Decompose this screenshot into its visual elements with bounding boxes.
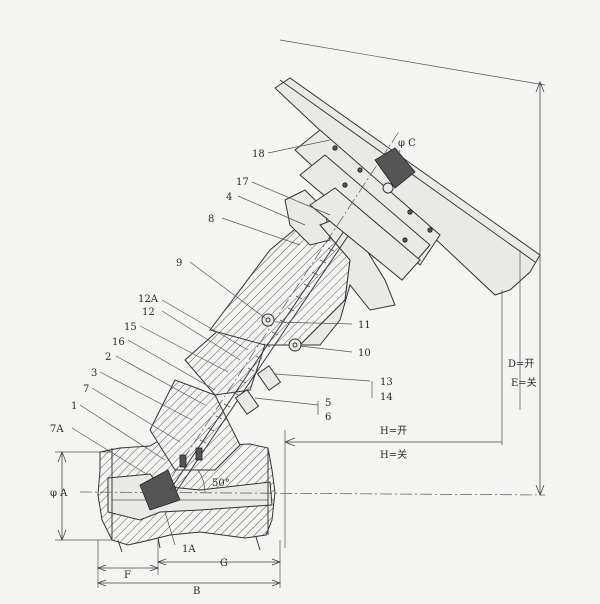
dim-phi-c: φ C (398, 138, 416, 149)
label-2: 2 (105, 352, 111, 363)
label-14: 14 (380, 392, 393, 403)
label-18: 18 (252, 149, 265, 160)
label-1: 1 (71, 401, 77, 412)
label-10: 10 (358, 348, 371, 359)
label-7A: 7A (50, 424, 64, 435)
part-labels: 18 17 4 8 9 12A 12 15 16 2 3 7 1 7A 1A 1… (50, 149, 393, 555)
label-11: 11 (358, 320, 371, 331)
dim-h-close: H=关 (380, 448, 407, 461)
dimension-labels: φ C φ A D=开 E=关 H=开 H=关 50° F G B (50, 138, 537, 597)
label-1A: 1A (182, 544, 196, 555)
label-8: 8 (208, 214, 214, 225)
centerlines (79, 39, 546, 511)
dim-angle: 50° (212, 478, 230, 489)
label-4: 4 (226, 192, 232, 203)
label-6: 6 (325, 412, 331, 423)
label-15: 15 (124, 322, 137, 333)
handwheel (274, 77, 541, 296)
dim-h-open: H=开 (380, 426, 407, 437)
leader-lines (71, 139, 401, 546)
bonnet-assembly (149, 169, 396, 493)
label-5: 5 (325, 398, 331, 409)
label-7: 7 (83, 384, 89, 395)
label-12: 12 (142, 307, 155, 318)
dim-f: F (124, 570, 131, 581)
dim-g: G (220, 558, 228, 569)
label-17: 17 (236, 177, 249, 188)
dim-phi-a: φ A (50, 488, 68, 499)
dim-e-close: E=关 (511, 376, 537, 389)
label-16: 16 (112, 337, 125, 348)
dimension-lines (55, 80, 545, 588)
label-12A: 12A (138, 294, 159, 305)
label-13: 13 (380, 377, 393, 388)
label-9: 9 (176, 258, 182, 269)
dim-b: B (193, 586, 200, 597)
dim-d-open: D=开 (508, 359, 534, 370)
label-3: 3 (91, 368, 97, 379)
